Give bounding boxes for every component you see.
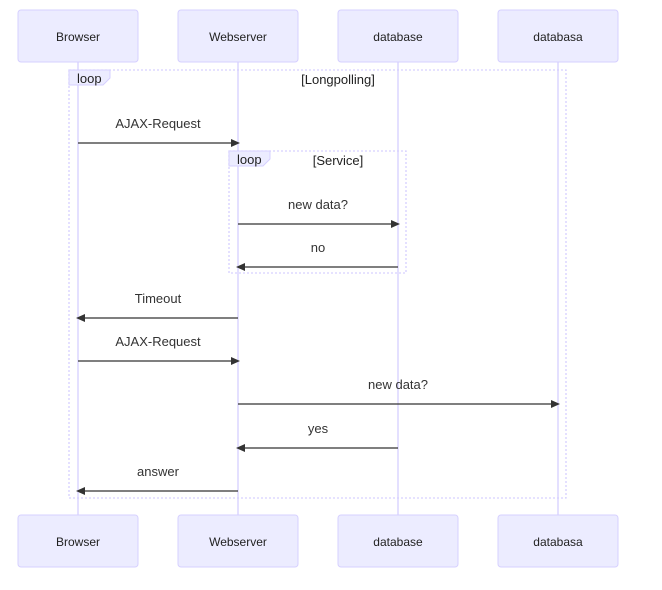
message-ajax-request-1: AJAX-Request: [78, 116, 240, 147]
message-new-data-1: new data?: [238, 197, 400, 228]
message-new-data-2: new data?: [238, 377, 560, 408]
actor-browser-bottom: Browser: [17, 514, 139, 568]
loop-service-condition: [Service]: [313, 153, 364, 168]
actor-databasa-top: databasa: [497, 9, 619, 63]
actor-database-top: database: [337, 9, 459, 63]
actor-database-bottom-label: database: [373, 535, 423, 549]
actor-browser-top: Browser: [17, 9, 139, 63]
loop-longpolling-condition: [Longpolling]: [301, 72, 375, 87]
actors-bottom: Browser Webserver database databasa: [17, 514, 619, 568]
loop-service-frame: [228, 150, 407, 274]
arrowhead-left-icon: [76, 314, 85, 322]
message-ajax-request-2-label: AJAX-Request: [115, 334, 201, 349]
arrowhead-right-icon: [391, 220, 400, 228]
arrowhead-right-icon: [231, 357, 240, 365]
arrowhead-right-icon: [231, 139, 240, 147]
loop-longpolling-tab: [68, 69, 111, 86]
message-no-label: no: [311, 240, 325, 255]
actor-database-bottom: database: [337, 514, 459, 568]
actor-databasa-top-label: databasa: [533, 30, 583, 44]
arrowhead-left-icon: [76, 487, 85, 495]
loop-longpolling-frame: [68, 69, 567, 499]
actor-webserver-bottom-label: Webserver: [209, 535, 267, 549]
actor-webserver-bottom: Webserver: [177, 514, 299, 568]
actor-webserver-top: Webserver: [177, 9, 299, 63]
message-no: no: [236, 240, 398, 271]
loop-service-tab: [228, 150, 271, 167]
loop-service: loop [Service]: [228, 150, 407, 274]
messages: AJAX-Request new data? no Timeout AJAX-R…: [76, 116, 560, 495]
loop-longpolling: loop [Longpolling]: [68, 69, 567, 499]
actor-webserver-top-label: Webserver: [209, 30, 267, 44]
message-yes: yes: [236, 421, 398, 452]
loop-service-keyword: loop: [237, 152, 262, 167]
message-answer-label: answer: [137, 464, 180, 479]
message-answer: answer: [76, 464, 238, 495]
message-ajax-request-2: AJAX-Request: [78, 334, 240, 365]
actor-databasa-bottom: databasa: [497, 514, 619, 568]
message-timeout: Timeout: [76, 291, 238, 322]
message-timeout-label: Timeout: [135, 291, 182, 306]
actor-browser-bottom-label: Browser: [56, 535, 100, 549]
message-ajax-request-1-label: AJAX-Request: [115, 116, 201, 131]
arrowhead-left-icon: [236, 444, 245, 452]
message-yes-label: yes: [308, 421, 329, 436]
actor-database-top-label: database: [373, 30, 423, 44]
message-new-data-1-label: new data?: [288, 197, 348, 212]
lifelines: [77, 62, 559, 515]
arrowhead-right-icon: [551, 400, 560, 408]
actor-databasa-bottom-label: databasa: [533, 535, 583, 549]
actors-top: Browser Webserver database databasa: [17, 9, 619, 63]
message-new-data-2-label: new data?: [368, 377, 428, 392]
actor-browser-top-label: Browser: [56, 30, 100, 44]
arrowhead-left-icon: [236, 263, 245, 271]
loop-longpolling-keyword: loop: [77, 71, 102, 86]
